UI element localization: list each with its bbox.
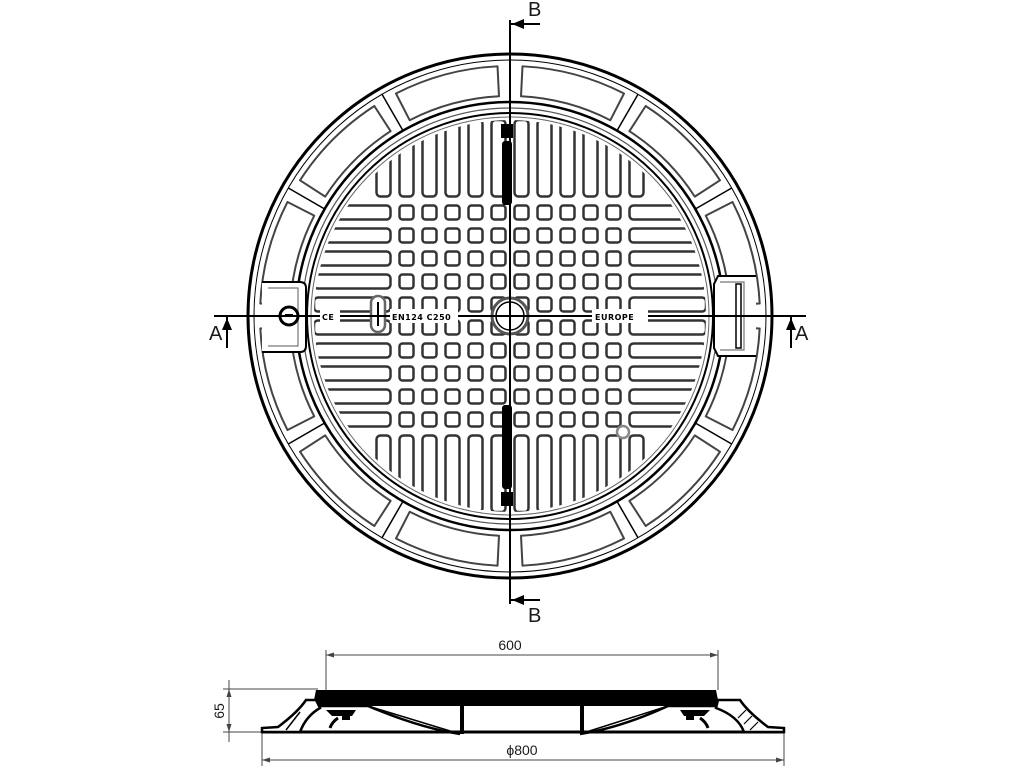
svg-text:B: B: [528, 605, 541, 627]
dimension-clear-opening: 600: [498, 637, 522, 653]
section-marker-b-top: B: [510, 0, 541, 29]
dimension-height: 65: [211, 703, 227, 719]
section-marker-a-right: A: [786, 316, 809, 348]
frame-flange-left: [260, 698, 322, 734]
frame-rim-segments: [254, 60, 766, 572]
standard-mark: EN124 C250: [392, 313, 451, 322]
brand-mark: EUROPE: [595, 313, 634, 322]
dimension-overall-diameter: ϕ800: [506, 742, 537, 758]
svg-text:B: B: [528, 0, 541, 21]
frame-flange-right: [714, 698, 786, 734]
section-marker-a-left: A: [209, 316, 232, 348]
marker-ring: [615, 424, 631, 440]
section-view: 600 65 ϕ800: [211, 637, 786, 766]
ce-mark: CE: [322, 313, 334, 322]
svg-text:A: A: [209, 323, 223, 345]
svg-text:A: A: [795, 323, 809, 345]
plan-view: CE EN124 C250 EUROPE B B A A: [209, 0, 809, 627]
section-marker-b-bottom: B: [510, 595, 541, 627]
embossed-bar-top: [501, 124, 513, 138]
